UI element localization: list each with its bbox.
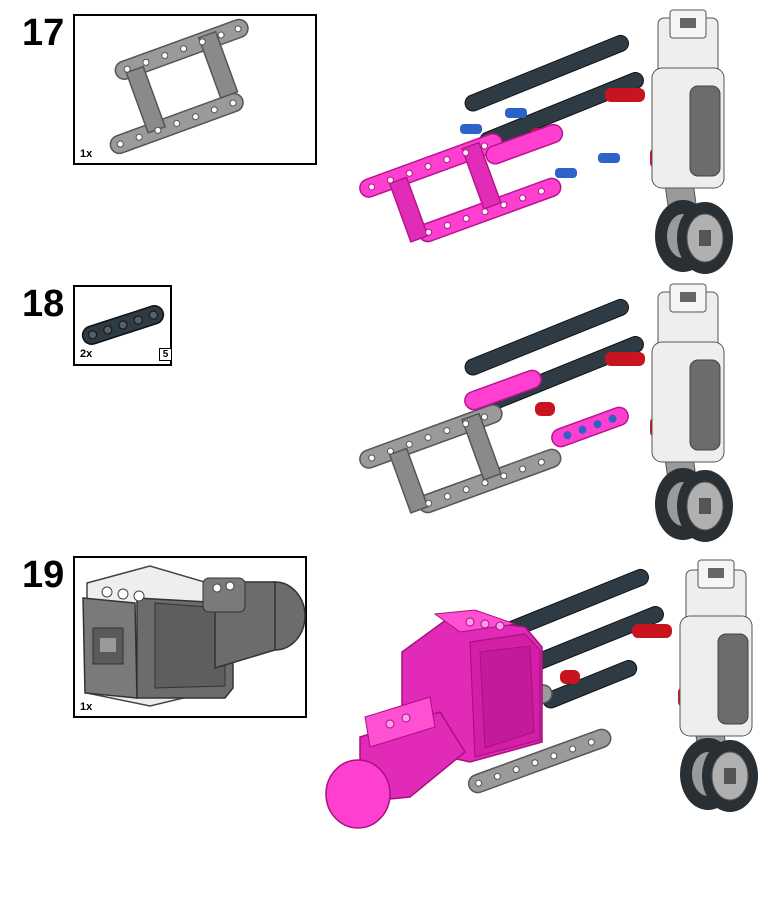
step-number: 17 [22, 12, 65, 54]
step-number: 19 [22, 554, 65, 596]
dark-beam-part [81, 305, 165, 345]
part-quantity: 1x [80, 701, 93, 713]
parts-callout: 1x [73, 556, 307, 718]
step-number: 18 [22, 283, 65, 325]
parts-callout: 1x [73, 14, 317, 165]
parts-callout: 2x 5 [73, 285, 172, 366]
grey-motor-part [82, 565, 306, 707]
assembly-step-19 [325, 559, 758, 829]
part-quantity: 1x [80, 148, 93, 160]
grey-frame-part [109, 18, 249, 155]
assembly-step-17 [359, 9, 733, 274]
part-quantity: 2x [80, 348, 93, 360]
beam-length-badge: 5 [159, 348, 172, 361]
assembly-step-18 [359, 283, 733, 542]
